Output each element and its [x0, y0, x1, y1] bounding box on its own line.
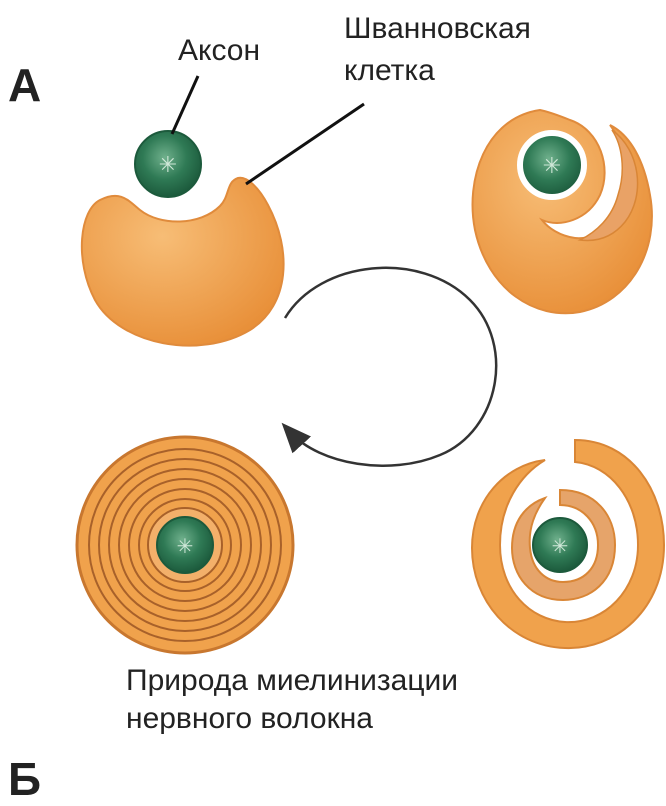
schwann-cell-stage-1 [82, 178, 284, 346]
axon-leader-line [172, 76, 198, 134]
stage-4-myelin-sheath: ✳ [77, 437, 293, 653]
axon-core-mark-1: ✳ [159, 152, 177, 177]
axon-core-mark-3: ✳ [552, 536, 569, 558]
caption-line2: нервного волокна [126, 702, 373, 736]
caption-line1: Природа миелинизации [126, 664, 458, 698]
panel-label-b: Б [8, 752, 41, 806]
stage-1-contact: ✳ [82, 131, 284, 346]
axon-core-mark-2: ✳ [543, 153, 561, 178]
stage-3-spiral: ✳ [472, 440, 664, 648]
schwann-leader-line [246, 104, 364, 184]
cycle-arrow [285, 268, 496, 466]
stage-2-wrapping: ✳ [473, 110, 652, 313]
axon-core-mark-4: ✳ [177, 536, 194, 558]
